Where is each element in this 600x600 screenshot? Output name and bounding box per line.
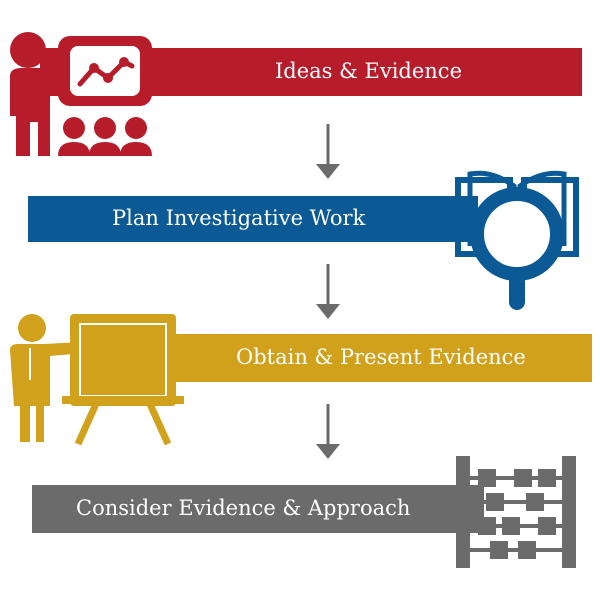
step-bar-obtain-present-evidence [148,334,592,382]
presenter-easel-icon [10,314,184,446]
book-magnifier-icon [455,170,579,310]
down-arrow-icon [316,264,340,319]
step-bar-consider-evidence-approach [32,485,484,533]
down-arrow-icon [316,124,340,179]
step-label-ideas-evidence: Ideas & Evidence [275,59,463,83]
step-label-consider-evidence-approach: Consider Evidence & Approach [76,496,411,520]
step-bar-plan-investigative-work [28,196,478,242]
presentation-chart-icon [10,32,152,156]
abacus-icon [456,456,576,568]
step-label-plan-investigative-work: Plan Investigative Work [112,206,366,230]
step-label-obtain-present-evidence: Obtain & Present Evidence [236,345,526,369]
down-arrow-icon [316,404,340,459]
